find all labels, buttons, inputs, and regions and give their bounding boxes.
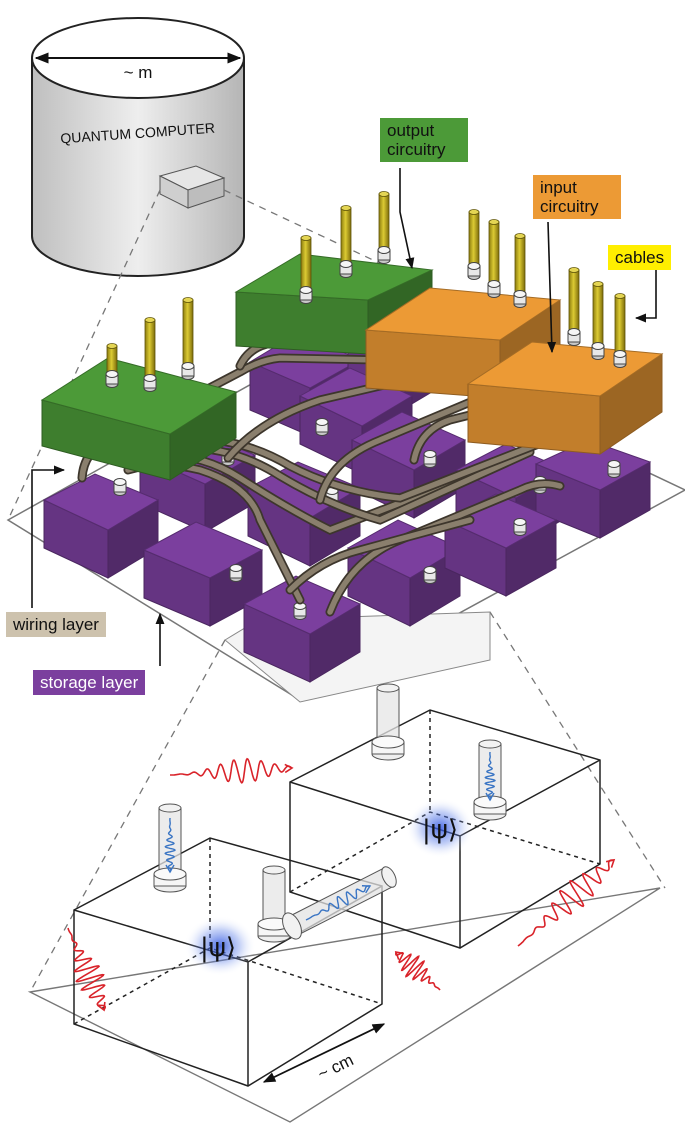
storage-connector-1 <box>113 478 127 496</box>
cable-rod-2 <box>143 317 157 392</box>
wiring-cable-11 <box>409 395 535 465</box>
storage-layer-label: storage layer <box>33 670 146 695</box>
size-arrow <box>262 1023 386 1083</box>
output-module-left <box>40 357 238 481</box>
qubit-wave-right <box>484 752 496 802</box>
cable-rod-4 <box>299 235 313 304</box>
cable-rod-1 <box>105 343 119 388</box>
storage-connector-11 <box>315 418 329 436</box>
wiring-layer-label: wiring layer <box>6 612 106 637</box>
cable-rod-5-connector <box>339 260 353 278</box>
cable-rod-3-connector <box>181 362 195 380</box>
input-circuitry-label: input circuitry <box>533 175 621 219</box>
cable-rod-6 <box>377 191 391 264</box>
photon-wave-left <box>67 927 107 1012</box>
circuitry-modules <box>40 191 664 481</box>
qubit-wave-left <box>164 818 176 874</box>
coupler-left-mid <box>257 865 291 943</box>
psi-label-right: |ψ⟩ <box>422 815 458 845</box>
storage-module-9 <box>42 473 160 579</box>
cable-rod-12 <box>613 293 627 368</box>
cable-rod-10 <box>567 267 581 346</box>
cable-rod-8-connector <box>487 280 501 298</box>
cable-rod-5 <box>339 205 353 278</box>
zoom-guide-lines <box>7 189 666 993</box>
cable-rod-7-connector <box>467 262 481 280</box>
photon-wave-right <box>517 858 616 947</box>
output-circuitry-label: output circuitry <box>380 118 468 162</box>
storage-connector-8 <box>513 518 527 536</box>
quantum-computer-cylinder <box>31 17 245 277</box>
cable-rod-7 <box>467 209 481 280</box>
wiring-cable-7 <box>315 393 485 505</box>
cable-rod-1-connector <box>105 370 119 388</box>
psi-glow-right <box>406 798 474 858</box>
cable-rod-10-connector <box>567 328 581 346</box>
cable-rod-9-connector <box>513 290 527 308</box>
cables-label: cables <box>608 245 672 270</box>
storage-module-10 <box>142 521 264 627</box>
wiring-cable-10 <box>285 515 475 595</box>
wiring-cable-1 <box>77 353 385 483</box>
zoomed-module-view <box>27 683 661 1123</box>
coupler-left-top <box>153 803 187 893</box>
storage-connector-10 <box>607 460 621 478</box>
storage-connector-6 <box>229 564 243 582</box>
diameter-label: ~ m <box>124 63 153 82</box>
photon-wave-center <box>394 950 441 991</box>
cable-rod-6-connector <box>377 246 391 264</box>
psi-glow-left <box>184 916 256 976</box>
cable-rod-12-connector <box>613 350 627 368</box>
storage-connector-9 <box>293 602 307 620</box>
coupler-right-top <box>371 683 405 761</box>
cable-rod-4-connector <box>299 286 313 304</box>
label-arrows <box>31 168 657 666</box>
storage-connector-7 <box>423 566 437 584</box>
psi-label-left: |ψ⟩ <box>200 933 236 963</box>
cable-rod-9 <box>513 233 527 308</box>
storage-connector-4 <box>423 450 437 468</box>
cable-rod-11-connector <box>591 342 605 360</box>
cable-rod-11 <box>591 281 605 360</box>
cable-rod-2-connector <box>143 374 157 392</box>
cable-rod-3 <box>181 297 195 380</box>
photon-wave-top <box>170 757 294 784</box>
interconnect-tube <box>282 866 397 940</box>
cable-rod-8 <box>487 219 501 298</box>
interconnect-wave <box>305 885 372 921</box>
